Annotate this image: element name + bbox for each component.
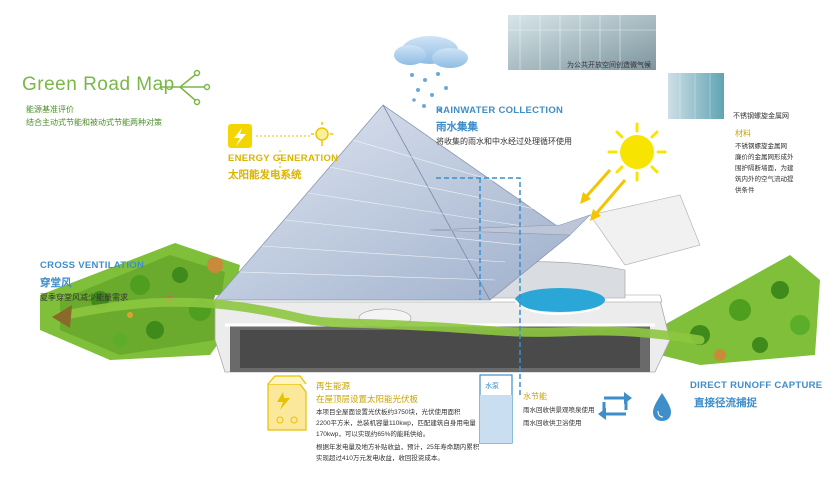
atrium-caption: 为公共开放空间创造微气候 (567, 62, 651, 69)
lightbulb-icon (311, 122, 333, 146)
water-tank (479, 374, 513, 444)
rainwater-desc: 将收集的雨水和中水经过处理循环使用 (436, 137, 572, 146)
right-landscape (655, 255, 820, 365)
metal-mesh-photo (668, 73, 724, 119)
water-saving-title: 水节能 (523, 392, 547, 401)
atrium-photo (508, 15, 656, 70)
renewable-subtitle: 在屋顶层设置太阳能光伏板 (316, 394, 419, 404)
mesh-caption: 不锈钢螺旋金属网 (733, 113, 789, 120)
rain-cloud (394, 36, 468, 112)
energy-icon (228, 124, 252, 148)
material-line-5: 供条件 (735, 187, 755, 194)
water-pipe-dashes (436, 177, 521, 395)
energy-dotted-lines (256, 135, 310, 170)
renewable-line-5: 实现超过410万元发电收益，收回投资成本。 (316, 455, 444, 462)
material-title: 材料 (735, 129, 751, 138)
recycle-icon (598, 392, 632, 420)
ventilation-arrow-head (52, 305, 72, 328)
water-saving-line-2: 雨水回收供卫浴使用 (523, 420, 582, 427)
renewable-line-2: 2200平方米，总装机容量110kwp，匹配建筑自身用电量 (316, 420, 476, 427)
water-drop-icon (653, 393, 671, 421)
subtitle-line-1: 能源基准评价 (26, 105, 74, 114)
cross-ventilation-cn: 穿堂风 (40, 277, 72, 289)
subtitle-line-2: 结合主动式节能和被动式节能两种对策 (26, 118, 162, 127)
roadmap-branch-icon (160, 69, 211, 106)
renewable-title: 再生能源 (316, 381, 351, 391)
runoff-cn: 直接径流捕捉 (694, 397, 757, 409)
runoff-label: DIRECT RUNOFF CAPTURE (690, 380, 823, 391)
material-line-2: 廉价的金属网形成外 (735, 154, 794, 161)
material-line-1: 不锈钢螺旋金属网 (735, 143, 787, 150)
energy-generation-label: ENERGY GENERATION (228, 153, 339, 164)
renewable-line-4: 根据年发电量及地方补贴收益，预计，25年寿命期内累积 (316, 444, 480, 451)
sun-icon (607, 122, 667, 182)
sun-ray-arrows (580, 169, 627, 221)
ventilation-flow-arrow (55, 297, 705, 345)
water-tank-label: 水泵 (485, 383, 499, 390)
rainwater-label: RAINWATER COLLECTION (436, 105, 564, 116)
water-saving-line-1: 雨水回收供景观喷泉使用 (523, 407, 595, 414)
cross-ventilation-label: CROSS VENTILATION (40, 260, 145, 271)
material-line-4: 筑内外的空气流动提 (735, 176, 794, 183)
page-title: Green Road Map (22, 74, 175, 95)
material-line-3: 围护隔断墙面，为建 (735, 165, 794, 172)
cross-ventilation-desc: 夏季穿堂风减少能量需求 (40, 293, 128, 302)
renewable-line-3: 170kwp，可以实现约65%的能耗供给。 (316, 431, 430, 438)
renewable-energy-box-icon (267, 375, 307, 431)
renewable-line-1: 本项目全屋面设置光伏板约3750块，光伏使用面积 (316, 409, 461, 416)
rainwater-cn: 雨水集集 (436, 121, 478, 133)
solar-roof (214, 104, 591, 301)
energy-generation-cn: 太阳能发电系统 (228, 169, 302, 181)
